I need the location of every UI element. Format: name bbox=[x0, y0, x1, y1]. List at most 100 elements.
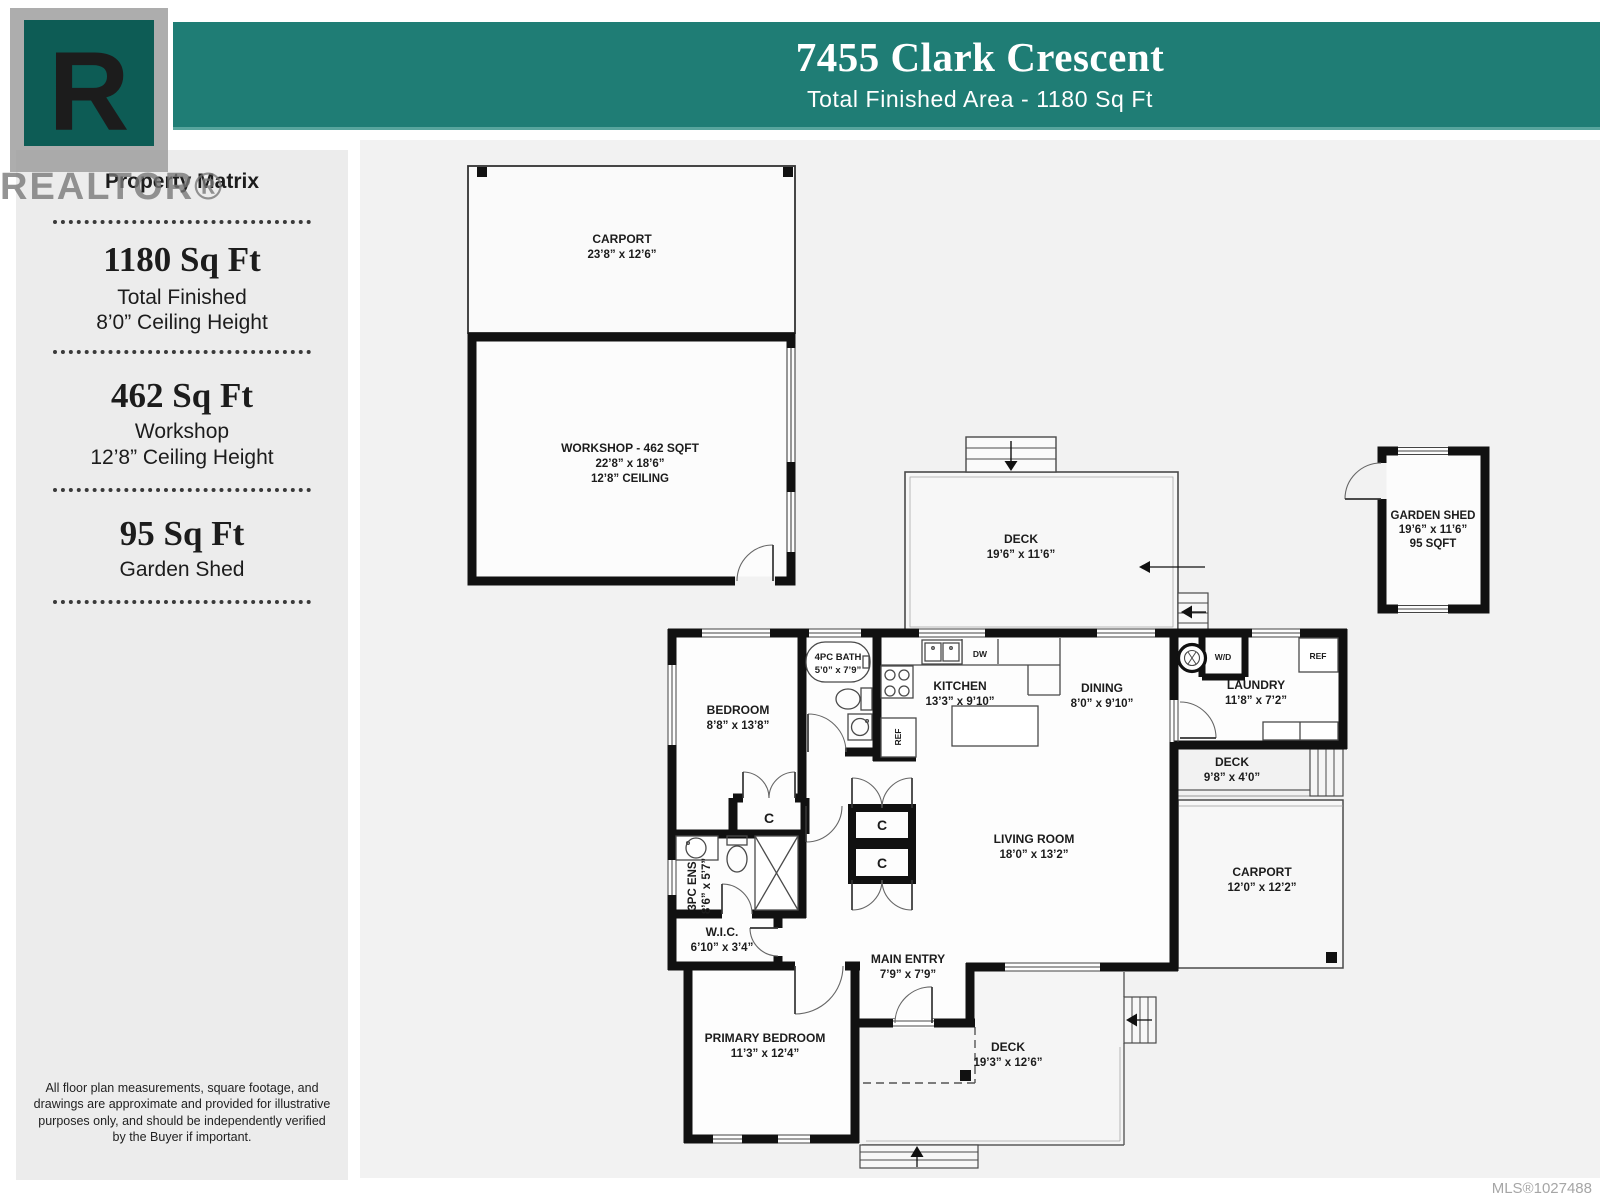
room-label: PRIMARY BEDROOM bbox=[705, 1031, 826, 1045]
stat-shed-value: 95 Sq Ft bbox=[119, 514, 245, 553]
room-label: CARPORT bbox=[1232, 865, 1292, 879]
closet-box bbox=[848, 841, 916, 884]
divider bbox=[53, 350, 311, 354]
post bbox=[960, 1070, 971, 1081]
logo-letter: R bbox=[49, 29, 130, 154]
kitchen-sink bbox=[921, 639, 963, 665]
arrow-left-icon bbox=[1139, 561, 1150, 573]
realtor-watermark: REALTOR® bbox=[0, 166, 225, 208]
deck-lower-fill bbox=[858, 971, 1124, 1145]
stat-total-value: 1180 Sq Ft bbox=[103, 240, 261, 279]
floor-plan-area: CARPORT 23’8” x 12’6” WORKSHOP - 462 SQF… bbox=[360, 140, 1600, 1178]
windows bbox=[667, 628, 1300, 1144]
kitchen-island bbox=[951, 705, 1039, 747]
bathtub bbox=[805, 641, 871, 683]
realtor-logo-icon: R bbox=[10, 8, 168, 172]
stat-workshop-value: 462 Sq Ft bbox=[111, 376, 253, 415]
arrow-left-icon bbox=[1181, 605, 1192, 619]
refrigerator-label: REF bbox=[893, 729, 903, 746]
covered-deck-boundary bbox=[862, 1027, 976, 1084]
faucet bbox=[862, 655, 870, 669]
room-dims: 5’0” x 7’9” bbox=[815, 665, 862, 676]
room-label: BEDROOM bbox=[707, 703, 770, 717]
room-label: WORKSHOP - 462 SQFT bbox=[561, 441, 699, 455]
laundry-refrigerator bbox=[1298, 637, 1339, 673]
room-label: GARDEN SHED bbox=[1391, 510, 1476, 522]
toilet-bowl bbox=[835, 688, 861, 710]
ens-sink-counter bbox=[675, 835, 719, 861]
door bbox=[736, 544, 774, 582]
room-dims: 7’9” x 7’9” bbox=[880, 969, 936, 981]
window bbox=[786, 348, 796, 552]
stat-shed-line1: Garden Shed bbox=[119, 558, 245, 581]
room-label: MAIN ENTRY bbox=[871, 952, 945, 966]
closet-label: C bbox=[877, 855, 887, 871]
arrow-down-icon bbox=[1004, 461, 1018, 471]
fixtures bbox=[675, 637, 1339, 1028]
refrigerator bbox=[880, 717, 917, 758]
stairs-side bbox=[1123, 996, 1157, 1044]
room-dims: 12’0” x 12’2” bbox=[1227, 882, 1296, 894]
stairs-top bbox=[965, 436, 1057, 473]
stat-workshop-line2: 12’8” Ceiling Height bbox=[90, 446, 274, 469]
room-garden-shed: GARDEN SHED 19’6” x 11’6” 95 SQFT bbox=[1344, 446, 1490, 614]
room-dims: 13’3” x 9’10” bbox=[925, 696, 994, 708]
room-carport-side: CARPORT 12’0” x 12’2” bbox=[1177, 799, 1344, 969]
room-labels: BEDROOM 8’8” x 13’8” 4PC BATH 5’0” x 7’9… bbox=[687, 649, 1327, 1060]
room-label: KITCHEN bbox=[933, 679, 986, 693]
divider bbox=[53, 220, 311, 224]
room-deck-lower: DECK 19’3” x 12’6” bbox=[859, 972, 1157, 1169]
room-label: W.I.C. bbox=[706, 925, 739, 939]
room-dims: 8’0” x 9’10” bbox=[1071, 698, 1134, 710]
stat-total-line2: 8’0” Ceiling Height bbox=[96, 311, 268, 334]
room-dims: 18’0” x 13’2” bbox=[999, 849, 1068, 861]
washer-dryer-label: W/D bbox=[1215, 652, 1232, 662]
room-label: LIVING ROOM bbox=[994, 832, 1075, 846]
arrow-left-icon bbox=[1126, 1013, 1137, 1027]
logo-square bbox=[24, 20, 154, 146]
floor-plan: CARPORT 23’8” x 12’6” WORKSHOP - 462 SQF… bbox=[467, 165, 1490, 1169]
threshold bbox=[893, 1019, 934, 1028]
room-ensuite-label: 3PC ENS 8’6” x 5’7” bbox=[687, 858, 713, 914]
kitchen-counter bbox=[881, 638, 1061, 696]
door bbox=[1344, 462, 1382, 500]
room-label: DECK bbox=[1004, 532, 1038, 546]
divider bbox=[53, 600, 311, 604]
stat-total-line1: Total Finished bbox=[117, 286, 247, 309]
room-label: DECK bbox=[1215, 755, 1249, 769]
room-label: DINING bbox=[1081, 681, 1123, 695]
window bbox=[1398, 446, 1448, 614]
stairs-right bbox=[1139, 561, 1209, 633]
post bbox=[1326, 952, 1337, 963]
door-opening bbox=[735, 576, 775, 586]
refrigerator-label: REF bbox=[1310, 651, 1327, 661]
room-dims: 8’8” x 13’8” bbox=[707, 720, 770, 732]
room-dims: 22’8” x 18’6” bbox=[595, 458, 664, 470]
room-deck-side: DECK 9’8” x 4’0” bbox=[1178, 748, 1344, 797]
room-label: 4PC BATH bbox=[815, 652, 862, 663]
stairs bbox=[1309, 748, 1344, 797]
room-label: LAUNDRY bbox=[1227, 678, 1285, 692]
room-deck-upper: DECK 19’6” x 11’6” bbox=[904, 436, 1209, 633]
room-label: DECK bbox=[991, 1040, 1025, 1054]
page-title: 7455 Clark Crescent bbox=[795, 34, 1165, 81]
ens-toilet-bowl bbox=[726, 845, 748, 873]
room-label: CARPORT bbox=[592, 232, 652, 246]
door-opening bbox=[1377, 463, 1387, 499]
dishwasher-label: DW bbox=[973, 649, 988, 659]
bath-sink bbox=[847, 713, 873, 741]
stairs-bottom bbox=[859, 1144, 979, 1169]
doors bbox=[721, 701, 1217, 1024]
room-dims: 19’6” x 11’6” bbox=[987, 549, 1055, 561]
header-bar: 7455 Clark Crescent Total Finished Area … bbox=[173, 22, 1600, 130]
toilet-tank bbox=[860, 687, 873, 711]
room-dims: 19’3” x 12’6” bbox=[973, 1057, 1042, 1069]
mls-number: MLS®1027488 bbox=[1491, 1180, 1592, 1197]
brand-name: Property Matrix bbox=[104, 170, 260, 193]
svg-text:3PC ENS: 3PC ENS bbox=[687, 861, 699, 911]
sidebar: Property Matrix 1180 Sq Ft Total Finishe… bbox=[16, 150, 348, 1180]
ens-toilet-tank bbox=[726, 835, 748, 846]
closet-label: C bbox=[877, 817, 887, 833]
room-carport-top: CARPORT 23’8” x 12’6” bbox=[467, 165, 796, 334]
